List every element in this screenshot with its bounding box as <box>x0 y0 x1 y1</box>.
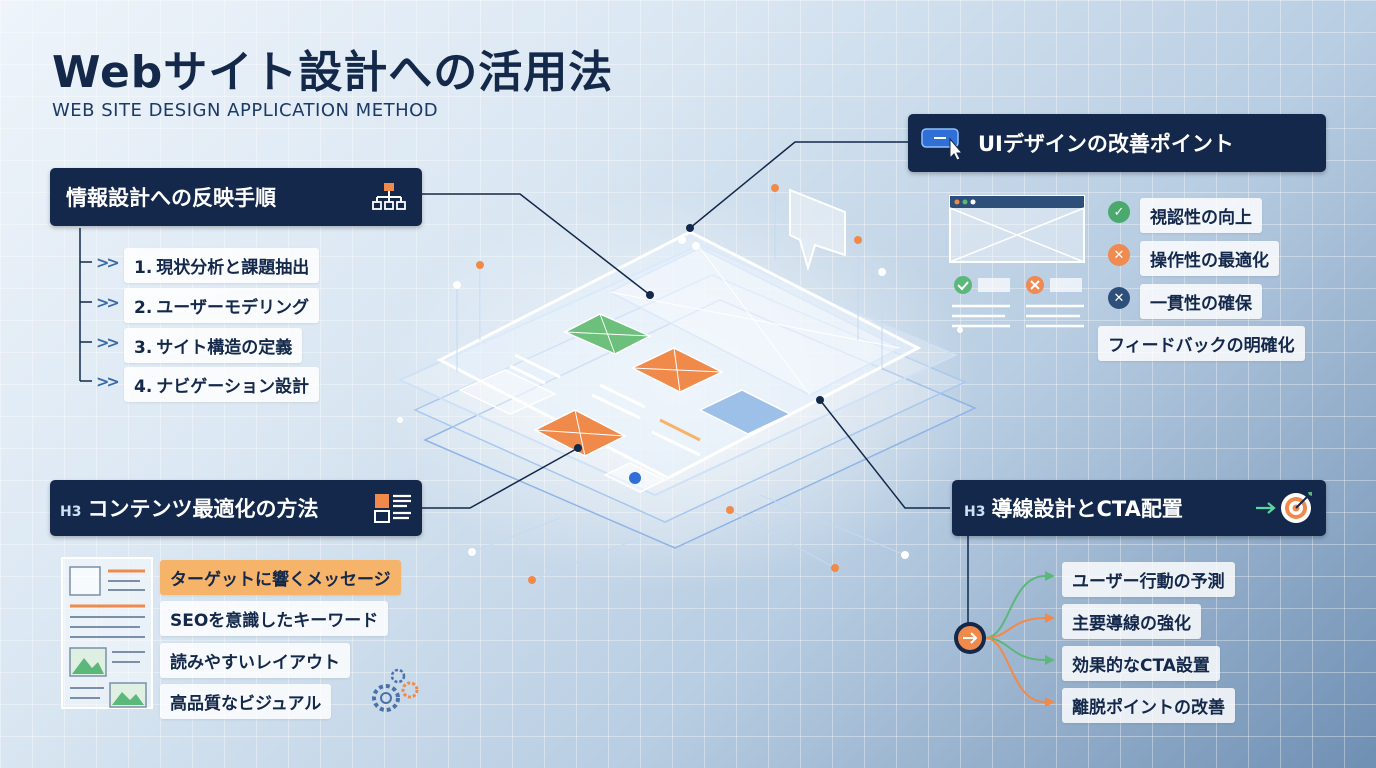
network-lines <box>456 188 906 581</box>
cta-item-4: 離脱ポイントの改善 <box>1062 688 1235 723</box>
cta-item-3: 効果的なCTA設置 <box>1062 646 1220 681</box>
cta-flow-tree <box>967 530 1055 707</box>
content-item-3: 読みやすいレイアウト <box>160 643 350 678</box>
chevron-right-icon: >> <box>96 372 120 391</box>
ui-heading: UIデザインの改善ポイント <box>978 132 1234 156</box>
cta-heading-wrap: H3 導線設計とCTA配置 <box>964 493 1183 523</box>
gear-icon <box>372 668 419 712</box>
check-icon: ✓ <box>1108 201 1130 223</box>
connector-info <box>420 193 651 296</box>
sitemap-icon <box>372 183 406 210</box>
target-icon <box>1256 492 1312 523</box>
content-item-2: SEOを意識したキーワード <box>160 601 389 636</box>
content-heading-wrap: H3 コンテンツ最適化の方法 <box>60 493 318 523</box>
ui-header: UIデザインの改善ポイント <box>908 114 1326 172</box>
button-pad-dot <box>629 472 641 484</box>
content-header: H3 コンテンツ最適化の方法 <box>50 480 422 536</box>
network-nodes <box>397 184 963 584</box>
content-item-4: 高品質なビジュアル <box>160 684 332 719</box>
info-design-header: 情報設計への反映手順 <box>50 168 422 226</box>
chevron-right-icon: >> <box>96 253 120 272</box>
ui-mockup <box>949 195 1085 328</box>
cta-item-1: ユーザー行動の予測 <box>1062 562 1235 597</box>
chevron-right-icon: >> <box>96 293 120 312</box>
content-heading: コンテンツ最適化の方法 <box>87 497 319 521</box>
speech-bubble-icon <box>789 188 846 272</box>
connector-content <box>420 447 579 509</box>
content-page-mockup <box>61 557 153 709</box>
tablet-dot-2 <box>692 242 700 250</box>
cta-header: H3 導線設計とCTA配置 <box>952 480 1326 536</box>
wire-x-2 <box>699 247 811 396</box>
info-step-4: 4.ナビゲーション設計 <box>124 367 319 402</box>
info-step-3: 3.サイト構造の定義 <box>124 328 303 363</box>
page-subtitle: WEB SITE DESIGN APPLICATION METHOD <box>52 100 439 121</box>
card-image-outline <box>458 369 557 415</box>
layout-icon <box>374 494 411 523</box>
cta-item-2: 主要導線の強化 <box>1062 604 1201 639</box>
ui-point-2: 操作性の最適化 <box>1140 241 1279 276</box>
content-item-1: ターゲットに響くメッセージ <box>160 560 401 595</box>
page-title: Webサイト設計への活用法 <box>52 47 614 98</box>
h3-tag: H3 <box>60 504 82 520</box>
connector-ui <box>689 141 908 229</box>
info-steps-bracket <box>79 228 92 382</box>
cta-start-node <box>954 622 986 654</box>
info-step-2: 2.ユーザーモデリング <box>124 288 319 323</box>
ui-point-4: フィードバックの明確化 <box>1098 326 1305 361</box>
ui-point-3: 一貫性の確保 <box>1140 284 1262 319</box>
info-step-1: 1.現状分析と課題抽出 <box>124 248 320 283</box>
ui-point-1: 視認性の向上 <box>1140 198 1262 233</box>
tablet-dot-1 <box>678 236 686 244</box>
card-blue-map <box>698 389 792 435</box>
cta-heading: 導線設計とCTA配置 <box>991 497 1183 521</box>
h3-tag: H3 <box>964 504 986 520</box>
connector-cta <box>819 399 950 509</box>
cross-icon: ✕ <box>1108 244 1130 266</box>
info-design-heading: 情報設計への反映手順 <box>66 186 276 210</box>
cursor-click-icon <box>921 128 964 161</box>
chevron-right-icon: >> <box>96 333 120 352</box>
wire-x-1 <box>609 291 901 349</box>
x-icon: ✕ <box>1108 287 1130 309</box>
